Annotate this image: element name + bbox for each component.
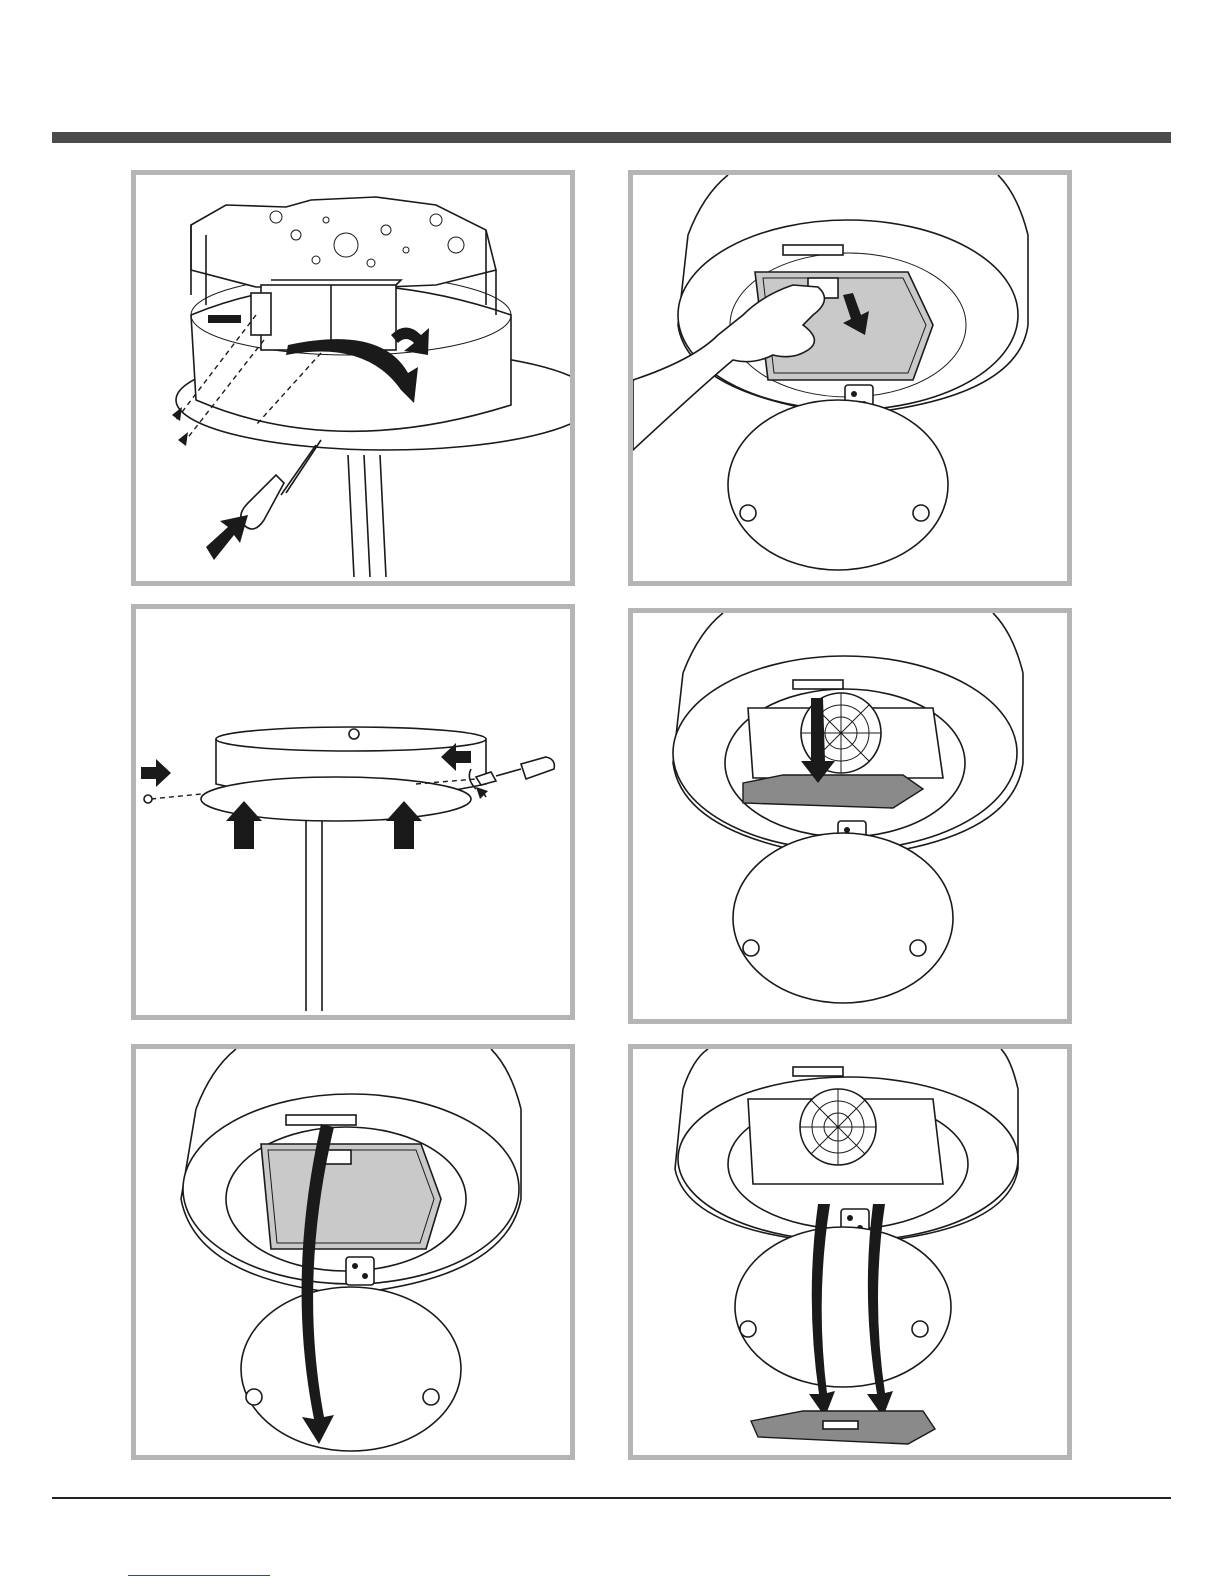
fan-filter-icon — [633, 613, 1067, 1019]
figure-remove-filter-hand — [628, 170, 1072, 586]
figure-filter-lowering — [628, 608, 1072, 1024]
figure-mounting-bracket — [131, 170, 575, 586]
screwdriver-bracket-icon — [136, 175, 570, 581]
hand-filter-icon — [633, 175, 1067, 581]
open-panel-arrow-icon — [136, 1049, 570, 1455]
figure-open-panel — [131, 1044, 575, 1460]
canopy-screws-icon — [136, 609, 570, 1015]
header-rule — [52, 132, 1171, 143]
filter-removed-icon — [633, 1049, 1067, 1455]
figure-filter-removed — [628, 1044, 1072, 1460]
figure-canopy-screws — [131, 604, 575, 1020]
footer-link-underline[interactable] — [128, 1575, 270, 1576]
footer-rule — [52, 1497, 1171, 1499]
